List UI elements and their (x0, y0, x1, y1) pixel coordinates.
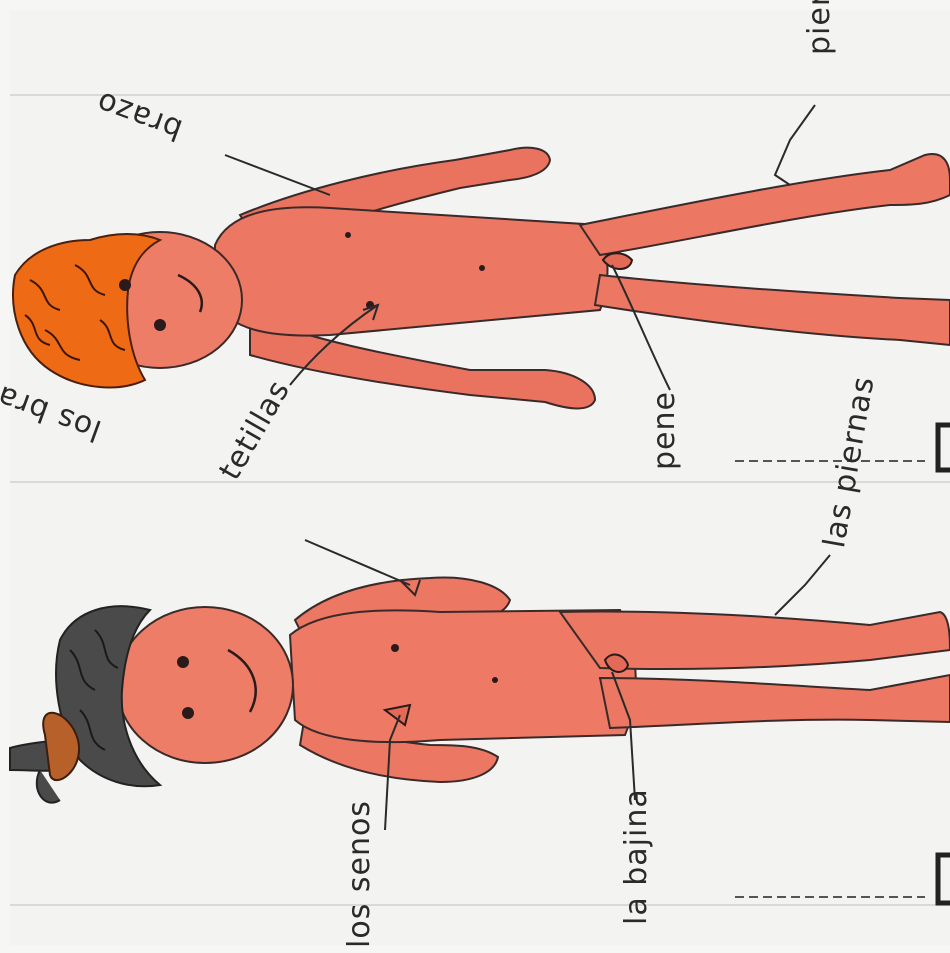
label-los-senos: los senos (345, 800, 375, 948)
paper-sheet (10, 10, 950, 945)
label-la-bajina: la bajina (622, 788, 652, 925)
label-pene: pene (650, 391, 680, 470)
label-pierna: pierna (805, 0, 835, 55)
